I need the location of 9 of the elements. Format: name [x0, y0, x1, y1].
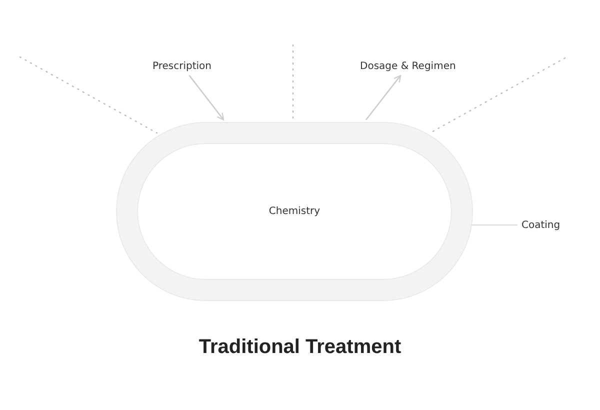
- pill-shape: [117, 123, 472, 300]
- callout-label: Coating: [522, 220, 560, 230]
- arrow: [188, 75, 224, 120]
- callout-label: Dosage & Regimen: [360, 60, 456, 72]
- arrow: [365, 74, 402, 120]
- pill-label: Chemistry: [268, 206, 320, 217]
- callout-label: Prescription: [152, 60, 212, 72]
- diagram-title: Traditional Treatment: [198, 336, 402, 359]
- leader-line: [469, 224, 518, 226]
